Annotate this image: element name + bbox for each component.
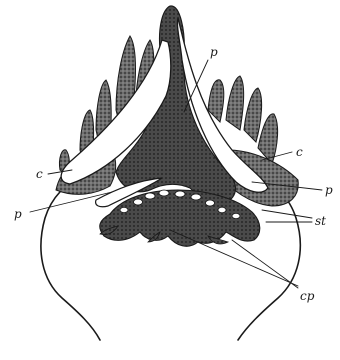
label-cp: cp [300, 289, 315, 303]
leader-cp-a [170, 230, 298, 286]
label-c-left: c [36, 167, 43, 181]
outer-wall-left [41, 176, 100, 340]
label-p-left: p [14, 207, 22, 221]
label-st: st [315, 214, 326, 228]
label-p-right: p [325, 183, 333, 197]
label-p-top: p [210, 45, 218, 59]
leader-st-a [262, 210, 312, 218]
label-c-right: c [296, 145, 303, 159]
leader-cp-b [232, 240, 298, 288]
